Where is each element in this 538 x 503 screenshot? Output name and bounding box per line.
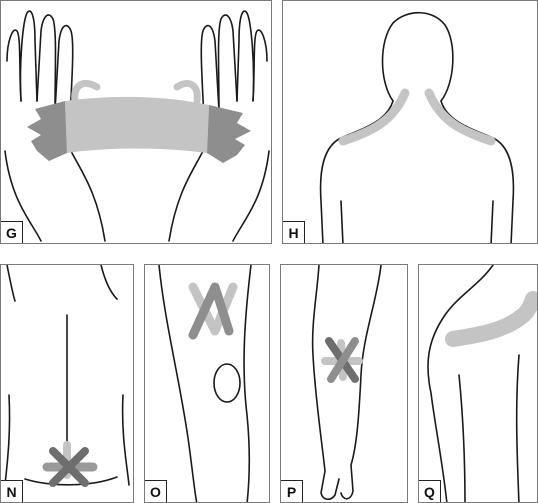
shoulders-tape-illustration: [283, 1, 538, 244]
tape-loop-right: [177, 83, 197, 101]
panel-g: G: [0, 0, 272, 244]
panel-label-h: H: [283, 221, 305, 243]
tape-shoulder-left: [343, 93, 405, 141]
tape-strip-right-end: [207, 105, 251, 163]
knee-tape-illustration: [145, 265, 270, 503]
tape-shoulder-right: [429, 93, 491, 141]
panel-n: N: [0, 264, 134, 503]
panel-h: H: [282, 0, 538, 244]
hands-tape-illustration: [1, 1, 272, 244]
kneecap: [214, 364, 240, 402]
panel-q: Q: [418, 264, 538, 503]
tape-strip-center: [65, 97, 209, 153]
tape-hip: [453, 299, 533, 339]
lower-back-tape-illustration: [1, 265, 134, 503]
panel-label-q: Q: [419, 480, 441, 502]
panel-o: O: [144, 264, 270, 503]
panel-label-g: G: [1, 221, 23, 243]
panel-label-o: O: [145, 480, 167, 502]
panel-p: P: [280, 264, 408, 503]
panel-label-p: P: [281, 480, 303, 502]
panel-label-n: N: [1, 480, 23, 502]
hip-tape-illustration: [419, 265, 538, 503]
tape-strip-left-end: [27, 101, 67, 161]
leg-tape-illustration: [281, 265, 408, 503]
